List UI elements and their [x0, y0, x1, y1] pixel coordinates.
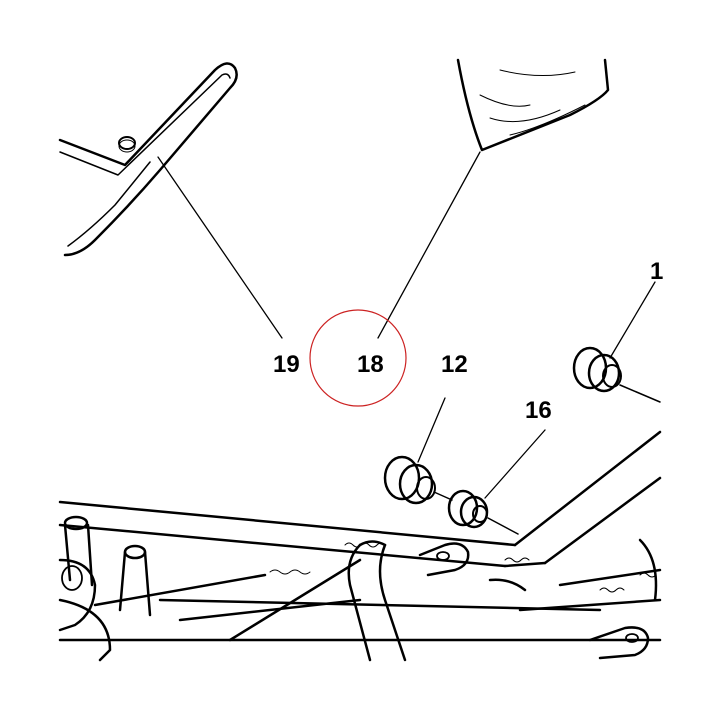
spacer-part-16 [447, 489, 519, 535]
cover-part-18 [456, 58, 610, 152]
leader-line-1 [609, 281, 656, 359]
callout-18: 18 [357, 351, 384, 378]
callout-1: 1 [650, 258, 664, 285]
rubber-bushing-part-1 [572, 346, 661, 403]
leader-line-16 [484, 429, 546, 499]
leader-line-12 [417, 397, 446, 463]
leader-line-19 [157, 156, 283, 339]
leader-line-18 [377, 151, 481, 339]
weld-seams [269, 542, 657, 593]
callout-12: 12 [441, 351, 468, 378]
frame-structure [58, 430, 662, 662]
bracket-plate-part-19 [58, 62, 238, 257]
rubber-bushing-part-12 [383, 455, 453, 505]
callout-19: 19 [273, 351, 300, 378]
highlight-circle [309, 309, 407, 407]
callout-16: 16 [525, 397, 552, 424]
